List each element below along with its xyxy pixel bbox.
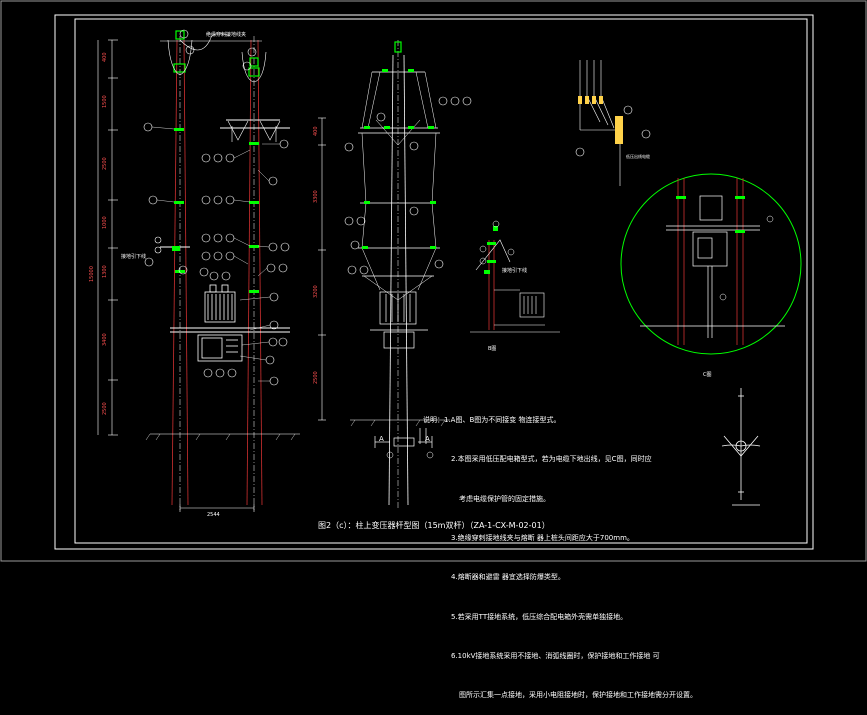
- middle-dimension-chain: [318, 117, 326, 421]
- dim-left-4: 1000: [102, 216, 108, 229]
- figure-c-label: C图: [703, 372, 712, 378]
- figure-b-label: B图: [488, 346, 496, 352]
- note-line: 考虑电缆保护管的固定措施。: [459, 494, 550, 503]
- dim-mid-2: 3200: [313, 285, 319, 298]
- double-pole-front-view: [145, 30, 300, 512]
- note-line: 图所示汇集一点接地，采用小电阻接地时，保护接地和工作接地需分开设置。: [459, 691, 697, 700]
- drawing-notes: 说明：1.A图、B图为不同接变 物连接型式。 2.本图采用低压配电箱型式，若为电…: [423, 388, 783, 715]
- note-line: 说明：1.A图、B图为不同接变 物连接型式。: [423, 416, 561, 425]
- leader-lines-left: [151, 126, 280, 382]
- plan-view-symbol: [721, 388, 761, 506]
- figure-b: [470, 220, 560, 333]
- note-line: 4.熔断器和避雷 器宜选择防爆类型。: [451, 573, 565, 582]
- dim-left-1: 1500: [102, 95, 108, 108]
- pole-side-view: [350, 40, 450, 510]
- dim-mid-3: 2500: [313, 371, 319, 384]
- note-line: 3.绝缘穿刺接地线夹与熔断 器上桩头间距应大于700mm。: [451, 534, 634, 543]
- drawing-border-outer: [54, 14, 814, 550]
- cad-drawing-canvas: 400 1500 2500 15000 1000 1300 3400 2500: [0, 0, 867, 562]
- bottom-dimension: 2544: [207, 512, 220, 518]
- dim-left-3: 15000: [89, 266, 95, 282]
- leader-label-top: 绝缘穿刺接地线夹: [206, 31, 246, 38]
- dim-left-0: 400: [102, 52, 108, 62]
- left-dimension-chain: [97, 39, 118, 436]
- note-line: 2.本图采用低压配电箱型式，若为电缆下地出线，见C图，同时应: [451, 455, 652, 464]
- dim-mid-0: 400: [313, 126, 319, 136]
- dim-left-6: 3400: [102, 333, 108, 346]
- leader-label-right: 接地引下线: [502, 267, 527, 274]
- callout-balloons-mid: [344, 96, 472, 275]
- note-line: 5.若采用TT接地系统，低压综合配电箱外壳需单独接地。: [451, 612, 628, 621]
- dim-left-7: 2500: [102, 402, 108, 415]
- section-marker-a-left: A: [379, 435, 384, 443]
- cable-insulators: [578, 96, 623, 144]
- leader-label-box: 低压出线电缆: [626, 153, 650, 159]
- drawing-title: 图2（c）：柱上变压器杆型图（15m双杆）（ZA-1-CX-M-02-01）: [318, 521, 550, 530]
- cable-bundle: [579, 60, 621, 186]
- dim-mid-1: 3300: [313, 190, 319, 203]
- callout-balloons-left: [143, 29, 290, 386]
- drawing-border-inner: [74, 18, 808, 544]
- detail-c-circle: [620, 173, 802, 355]
- section-marker-a-right: A: [425, 435, 430, 443]
- leader-label-left: 接地引下线: [121, 253, 146, 260]
- dim-left-2: 2500: [102, 157, 108, 170]
- callout-balloons-cable: [575, 105, 651, 157]
- note-line: 6.10kV接地系统采用不接地、消弧线圈时，保护接地和工作接地 可: [451, 651, 660, 660]
- viewport-border: [0, 0, 867, 562]
- dim-left-5: 1300: [102, 265, 108, 278]
